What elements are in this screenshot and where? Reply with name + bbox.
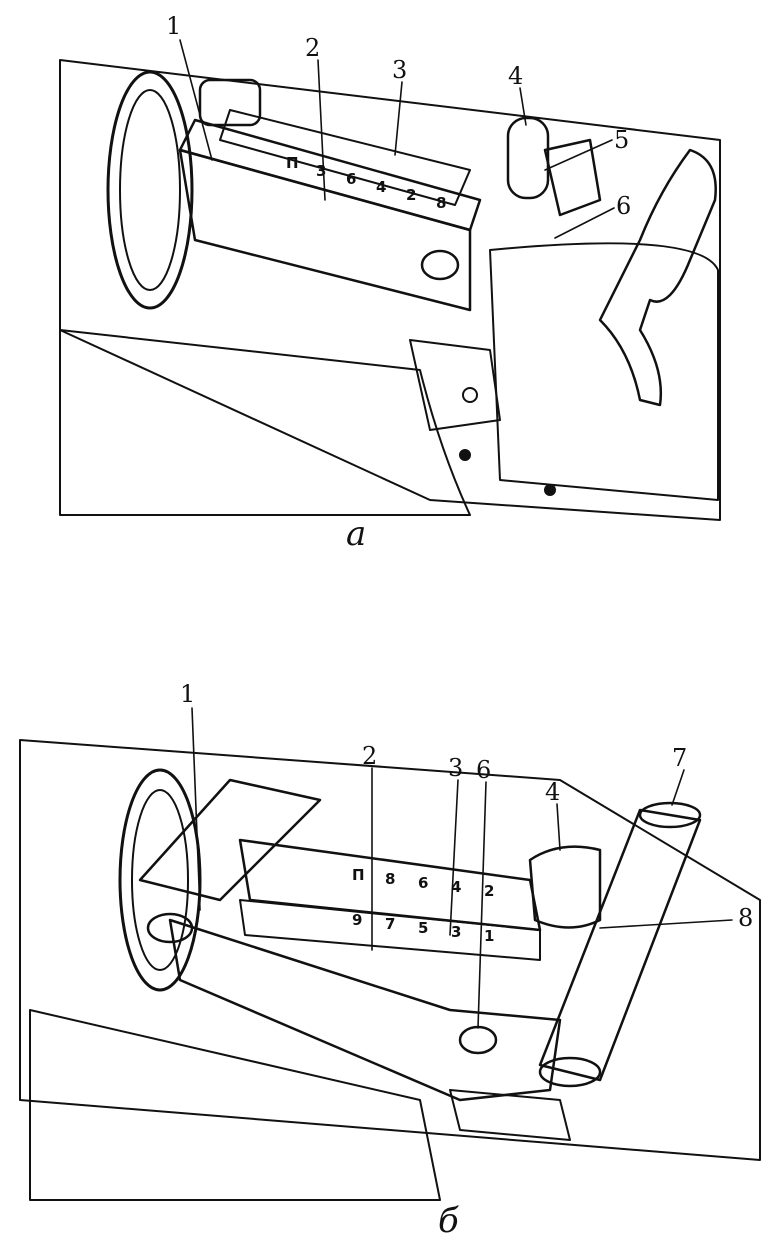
- figure-a-scale: П 3 6 4 2 8: [286, 154, 446, 212]
- callout-a-5: 5: [614, 126, 629, 154]
- scale-b-bot-4: 1: [484, 927, 494, 945]
- figure-b-leaders: [191, 707, 733, 1029]
- callout-b-6: 6: [476, 756, 491, 784]
- callout-b-7: 7: [672, 744, 687, 772]
- scale-b-bot-1: 7: [385, 915, 395, 933]
- figure-b-drawing: [19, 739, 761, 1201]
- scale-b-bot-3: 3: [451, 923, 461, 941]
- scale-b-top-3: 4: [451, 878, 461, 896]
- scale-mark-a-1: 3: [316, 162, 326, 180]
- callout-a-4: 4: [508, 62, 523, 90]
- scale-mark-a-3: 4: [376, 178, 386, 196]
- callout-b-4: 4: [545, 778, 560, 806]
- figure-b-callouts: 1 2 3 6 4 7 8: [180, 680, 753, 932]
- scale-b-bot-0: 9: [352, 911, 362, 929]
- scale-b-top-0: П: [352, 866, 365, 884]
- scale-mark-a-4: 2: [406, 186, 416, 204]
- callout-b-3: 3: [448, 754, 463, 782]
- figure-a-drawing: [59, 59, 721, 521]
- figure-a-callouts: 1 2 3 4 5 6: [166, 12, 631, 220]
- scale-mark-a-5: 8: [436, 194, 446, 212]
- figure-b-caption: б: [438, 1201, 459, 1241]
- callout-a-1: 1: [166, 12, 181, 40]
- scale-mark-a-2: 6: [346, 170, 356, 188]
- callout-b-8: 8: [738, 904, 753, 932]
- scale-b-bot-2: 5: [418, 919, 428, 937]
- callout-b-1: 1: [180, 680, 195, 708]
- scale-b-top-4: 2: [484, 882, 494, 900]
- callout-b-2: 2: [362, 742, 377, 770]
- callout-a-2: 2: [305, 34, 320, 62]
- scale-mark-a-0: П: [286, 154, 299, 172]
- scale-b-top-2: 6: [418, 874, 428, 892]
- figure-a-caption: а: [346, 514, 366, 554]
- figure-b-scale: П 8 6 4 2 9 7 5 3 1: [352, 866, 494, 945]
- callout-a-6: 6: [616, 192, 631, 220]
- scale-b-top-1: 8: [385, 870, 395, 888]
- callout-a-3: 3: [392, 56, 407, 84]
- figure-a-leaders: [179, 39, 615, 239]
